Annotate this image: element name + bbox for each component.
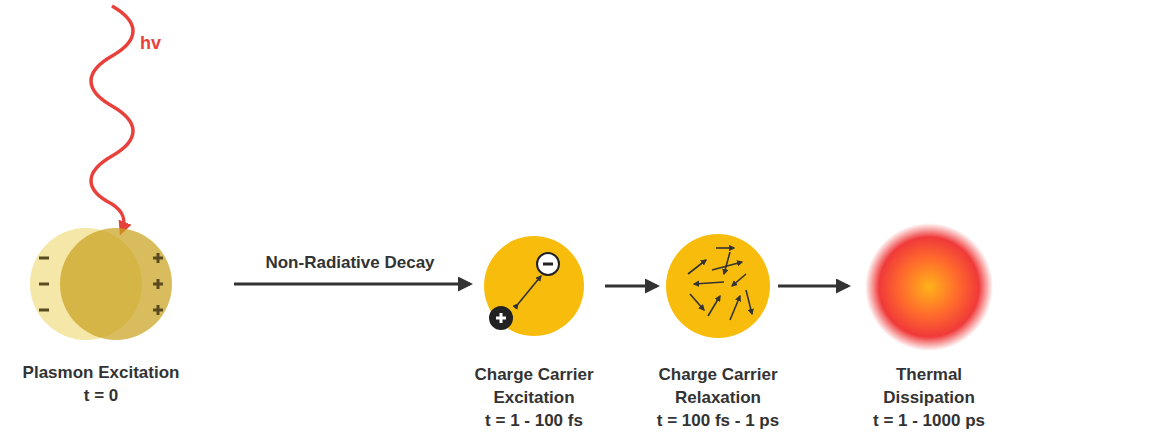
stage-circle: Charge Carrier Excitationt = 1 - 100 fs	[484, 236, 584, 336]
stage-caption: Charge Carrier Excitationt = 1 - 100 fs	[459, 363, 609, 432]
stage-circle: Charge Carrier Relaxationt = 100 fs - 1 …	[666, 234, 770, 338]
time-scale: t = 1 - 1000 ps	[854, 409, 1004, 432]
stage-caption: Thermal Dissipationt = 1 - 1000 ps	[854, 363, 1004, 432]
stage-name: Charge Carrier Relaxation	[643, 363, 793, 409]
process-arrow	[234, 283, 470, 286]
pair-illustration	[484, 236, 584, 336]
heat-illustration	[865, 223, 993, 351]
photon-label: hv	[140, 32, 161, 54]
relax-illustration	[666, 234, 770, 338]
stage-name: Charge Carrier Excitation	[459, 363, 609, 409]
time-scale: t = 100 fs - 1 ps	[643, 409, 793, 432]
stage-caption: Plasmon Excitationt = 0	[1, 361, 201, 407]
process-arrow	[605, 285, 657, 288]
stage-caption: Charge Carrier Relaxationt = 100 fs - 1 …	[643, 363, 793, 432]
edge-label: Non-Radiative Decay	[262, 252, 437, 274]
photon-wave	[91, 6, 133, 230]
plasmon-illustration	[30, 228, 172, 340]
time-scale: t = 0	[1, 384, 201, 407]
stage-circle: Plasmon Excitationt = 0	[30, 228, 172, 340]
stage-name: Plasmon Excitation	[1, 361, 201, 384]
stage-circle: Thermal Dissipationt = 1 - 1000 ps	[865, 223, 993, 351]
stage-name: Thermal Dissipation	[854, 363, 1004, 409]
process-arrow	[778, 285, 848, 288]
time-scale: t = 1 - 100 fs	[459, 409, 609, 432]
